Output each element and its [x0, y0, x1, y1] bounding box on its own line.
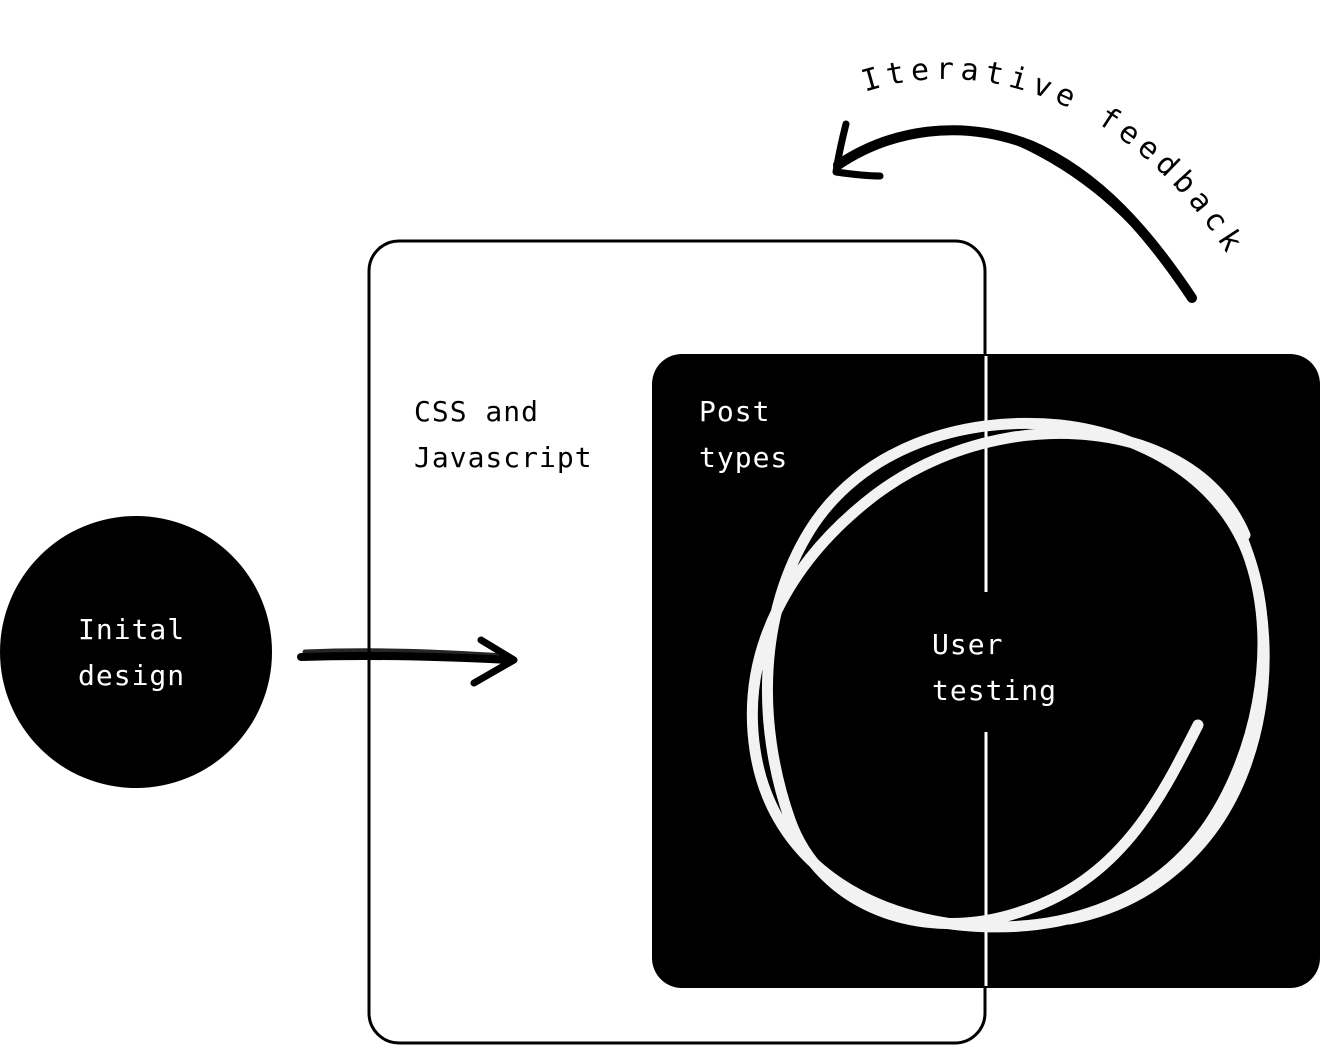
user-testing-scribble — [746, 417, 1270, 933]
forward-arrow — [297, 636, 518, 687]
post-types-label: Post types — [699, 389, 788, 481]
post-types-line1: Post — [699, 395, 771, 428]
initial-design-node — [0, 516, 272, 788]
css-js-line1: CSS and — [414, 395, 540, 428]
initial-design-line2: design — [78, 659, 186, 692]
post-types-line2: types — [699, 441, 789, 474]
initial-design-line1: Inital — [78, 613, 186, 646]
user-testing-label: User testing — [932, 622, 1057, 714]
feedback-arrow — [832, 120, 1197, 303]
css-js-line2: Javascript — [414, 441, 593, 474]
css-js-label: CSS and Javascript — [414, 389, 593, 481]
user-testing-line1: User — [932, 628, 1004, 661]
initial-design-label: Inital design — [78, 607, 185, 699]
user-testing-line2: testing — [932, 674, 1058, 707]
